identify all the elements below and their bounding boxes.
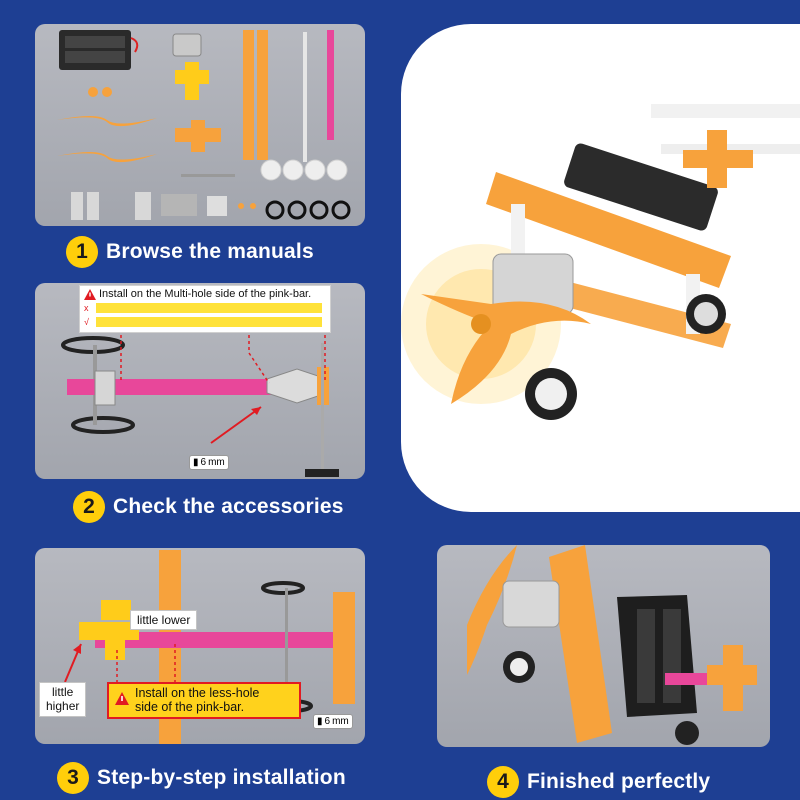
right-example-bar: [96, 317, 322, 327]
step-1-label: Browse the manuals: [106, 240, 314, 263]
right-mark: √: [84, 317, 89, 327]
wrong-mark: x: [84, 303, 89, 313]
step-3-label: Step-by-step installation: [97, 766, 346, 789]
finished-plane-hero-image: [401, 24, 800, 512]
warning-icon: [115, 692, 129, 705]
step-2-badge: 2: [73, 491, 105, 523]
step-4-badge: 4: [487, 766, 519, 798]
screw-size-unit: mm: [208, 457, 225, 468]
step-1-badge: 1: [66, 236, 98, 268]
plane-illustration: [401, 104, 800, 420]
little-higher-callout: little higher: [39, 682, 87, 717]
little-lower-callout: little lower: [130, 610, 198, 630]
finished-plane-panel: [437, 545, 770, 747]
little-higher-line-2: higher: [46, 699, 80, 714]
accessories-panel: Install on the Multi-hole side of the pi…: [35, 283, 365, 479]
warning-text: Install on the Multi-hole side of the pi…: [99, 288, 312, 300]
step-3-badge: 3: [57, 762, 89, 794]
screw-size-icon: ▮ 6 mm: [313, 714, 353, 729]
screw-size-unit: mm: [332, 716, 349, 727]
screw-glyph-icon: ▮: [193, 457, 199, 468]
step-2: 2 Check the accessories: [73, 491, 344, 523]
step-1: 1 Browse the manuals: [66, 236, 314, 268]
less-hole-warning-line-1: Install on the less-hole: [135, 686, 260, 700]
less-hole-warning: Install on the less-hole side of the pin…: [107, 682, 301, 719]
step-4: 4 Finished perfectly: [487, 766, 710, 798]
parts-manual-panel: [35, 24, 365, 226]
installation-panel: little lower little higher Install on th…: [35, 548, 365, 744]
warning-icon: [84, 288, 96, 300]
step-4-label: Finished perfectly: [527, 770, 711, 793]
screw-glyph-icon: ▮: [317, 716, 323, 727]
less-hole-warning-line-2: side of the pink-bar.: [135, 700, 245, 715]
screw-size-icon: ▮ 6 mm: [189, 455, 229, 470]
screw-size-value: 6: [324, 716, 331, 727]
screw-size-value: 6: [200, 457, 207, 468]
wrong-example-bar: [96, 303, 322, 313]
little-higher-line-1: little: [52, 685, 74, 699]
step-2-label: Check the accessories: [113, 495, 344, 518]
finished-plane-illustration: [467, 545, 757, 745]
parts-illustration: [57, 30, 351, 220]
warning-callout: Install on the Multi-hole side of the pi…: [79, 285, 331, 333]
accessories-illustration: [61, 329, 339, 477]
step-3: 3 Step-by-step installation: [57, 762, 346, 794]
